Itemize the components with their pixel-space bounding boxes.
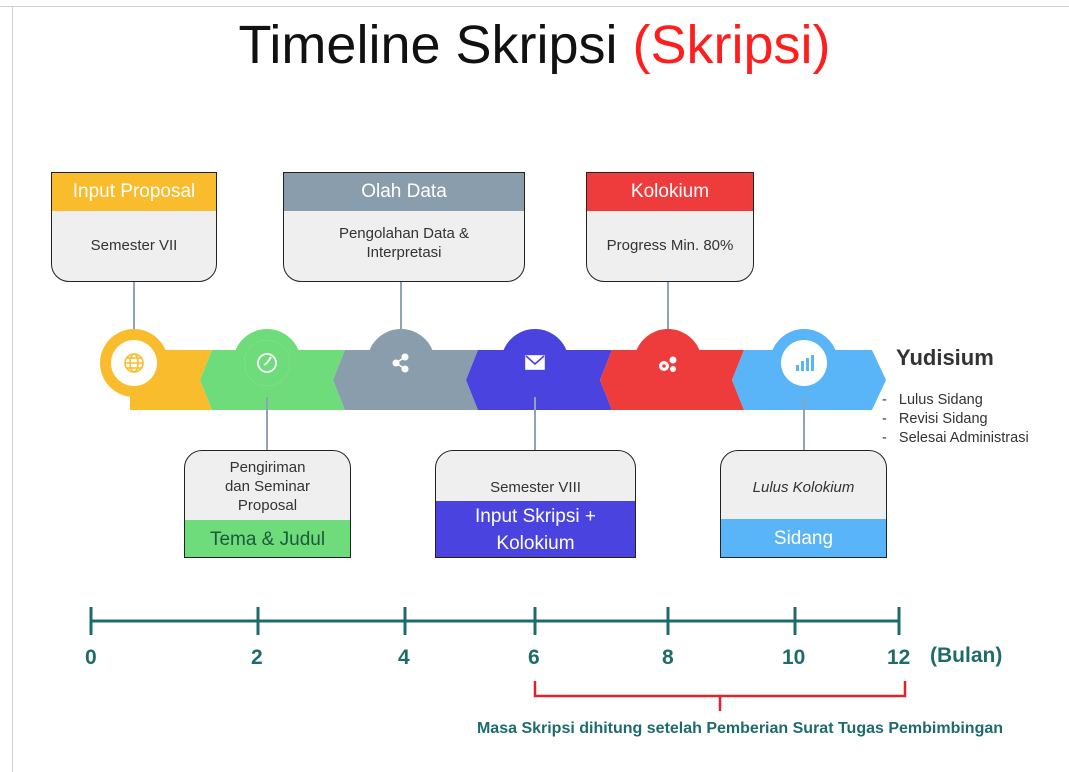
yudisium-list: Lulus Sidang Revisi Sidang Selesai Admin… xyxy=(882,391,1029,448)
arrow-segment-3 xyxy=(333,350,478,410)
tick-label-4: 4 xyxy=(398,646,410,669)
share-icon xyxy=(392,353,409,373)
gears-icon xyxy=(659,356,677,372)
step-circle-5 xyxy=(634,329,702,397)
step-card-input-skripsi: Semester VIII Input Skripsi + Kolokium xyxy=(435,450,636,558)
title-main: Timeline Skripsi xyxy=(238,15,633,75)
yudisium-item: Revisi Sidang xyxy=(882,410,1029,429)
step-circle-4 xyxy=(501,329,569,397)
step-card-header: Sidang xyxy=(721,519,886,557)
step-card-body: Pengiriman dan Seminar Proposal xyxy=(224,458,311,514)
step-circle-3 xyxy=(367,329,435,397)
step-card-header: Tema & Judul xyxy=(185,520,350,557)
tick-label-2: 2 xyxy=(251,646,263,669)
step-card-header: Olah Data xyxy=(284,173,524,211)
step-card-header: Kolokium xyxy=(587,173,753,211)
arrow-segment-6 xyxy=(732,350,886,410)
step-card-body: Progress Min. 80% xyxy=(606,236,734,254)
yudisium-title: Yudisium xyxy=(896,345,994,370)
step-circle-6 xyxy=(770,329,838,397)
arrow-segment-1 xyxy=(130,350,212,410)
duration-bracket xyxy=(533,681,907,711)
step-card-body: Semester VII xyxy=(90,236,178,254)
duration-note: Masa Skripsi dihitung setelah Pemberian … xyxy=(476,720,1004,737)
timeline-unit-label: (Bulan) xyxy=(930,644,1003,667)
yudisium-item: Lulus Sidang xyxy=(882,391,1029,410)
arrow-segment-2 xyxy=(200,350,345,410)
tick-label-8: 8 xyxy=(662,646,674,669)
globe-icon xyxy=(124,353,144,373)
step-circle-1 xyxy=(100,329,168,397)
step-card-input-proposal: Input Proposal Semester VII xyxy=(51,172,217,282)
step-card-sidang: Lulus Kolokium Sidang xyxy=(720,450,887,558)
title-highlight: (Skripsi) xyxy=(632,15,831,75)
clock-icon xyxy=(257,353,277,373)
tick-label-10: 10 xyxy=(782,646,806,669)
frame-border-left xyxy=(12,6,13,772)
step-card-body: Pengolahan Data & Interpretasi xyxy=(338,225,470,261)
yudisium-item: Selesai Administrasi xyxy=(882,429,1029,448)
timeline-axis xyxy=(89,607,901,635)
step-card-olah-data: Olah Data Pengolahan Data & Interpretasi xyxy=(283,172,525,282)
tick-label-12: 12 xyxy=(887,646,911,669)
step-card-kolokium: Kolokium Progress Min. 80% xyxy=(586,172,754,282)
tick-label-0: 0 xyxy=(85,646,97,669)
arrow-segment-5 xyxy=(600,350,744,410)
mail-icon xyxy=(525,355,545,370)
step-card-header: Input Proposal xyxy=(52,173,216,211)
tick-label-6: 6 xyxy=(528,646,540,669)
step-card-header: Input Skripsi + Kolokium xyxy=(436,501,635,557)
step-card-tema-judul: Pengiriman dan Seminar Proposal Tema & J… xyxy=(184,450,351,558)
page-title: Timeline Skripsi (Skripsi) xyxy=(0,14,1069,76)
frame-border-top xyxy=(0,6,1069,7)
arrow-segment-4 xyxy=(466,350,612,410)
step-circle-2 xyxy=(233,329,301,397)
step-card-body: Semester VIII xyxy=(490,478,581,496)
step-card-body: Lulus Kolokium xyxy=(752,478,855,496)
bar-chart-icon xyxy=(796,355,814,371)
